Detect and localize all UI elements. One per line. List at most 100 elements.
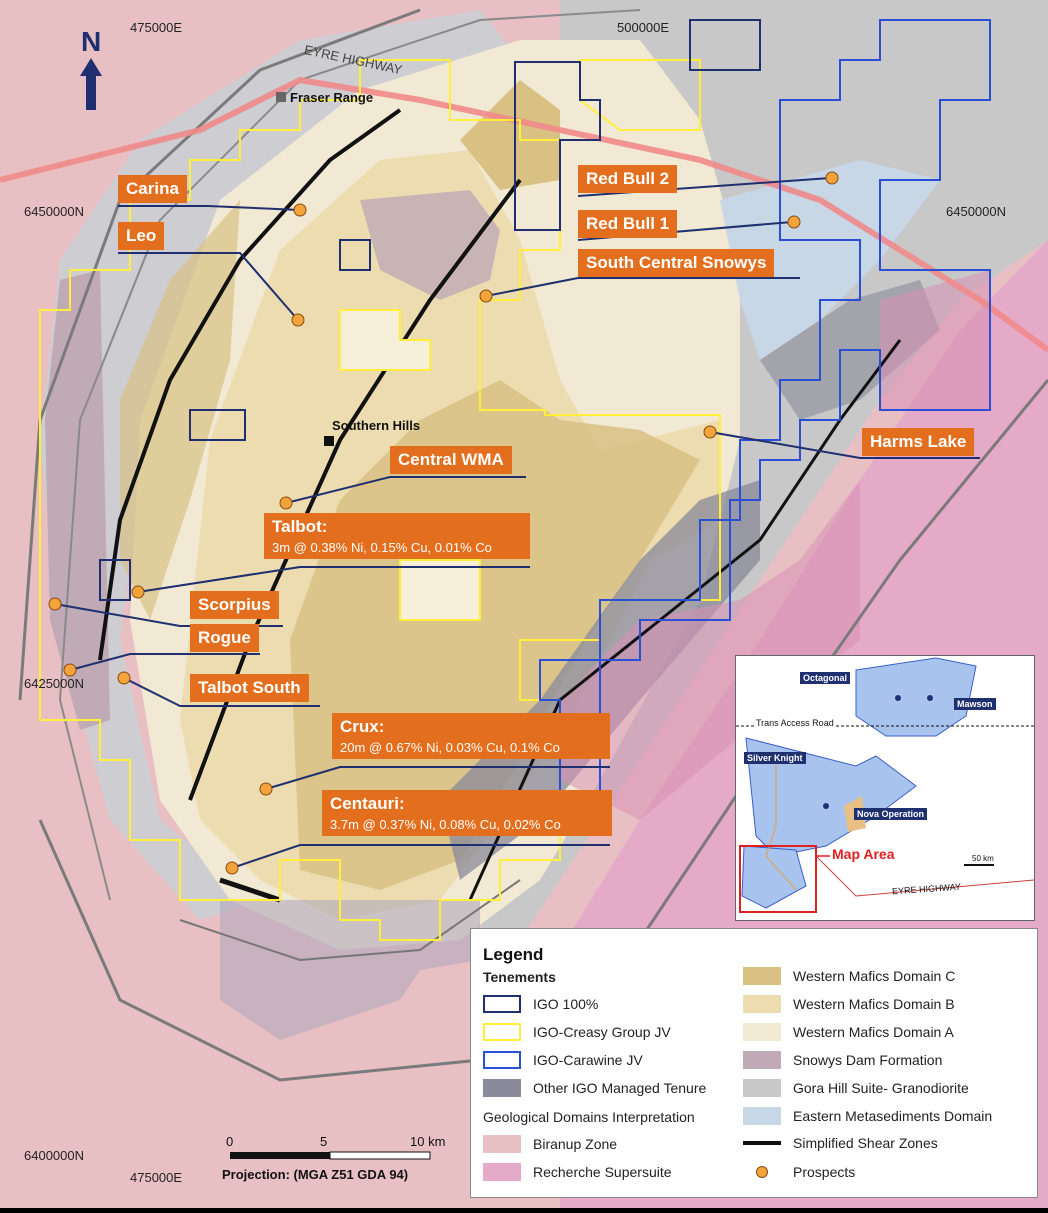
domain-boundary bbox=[179, 879, 521, 962]
label-red-bull-2: Red Bull 2 bbox=[578, 165, 678, 193]
coord-top-left: 475000E bbox=[130, 20, 183, 35]
inset-scale-bar bbox=[964, 864, 994, 866]
north-arrow-icon bbox=[80, 58, 102, 110]
inset-tenements-north bbox=[855, 657, 977, 737]
other-igo-tenure-south bbox=[220, 900, 480, 1040]
legend-label: Recherche Supersuite bbox=[533, 1164, 672, 1180]
scale-tick-10: 10 km bbox=[410, 1134, 446, 1149]
swatch-creasy bbox=[483, 1023, 521, 1041]
legend-label: Gora Hill Suite- Granodiorite bbox=[793, 1080, 969, 1096]
domain-c-west bbox=[120, 200, 240, 620]
coord-bottom-left: 475000E bbox=[130, 1170, 183, 1185]
snowys-dam-central bbox=[360, 190, 500, 300]
inset-silver-knight: Silver Knight bbox=[744, 752, 806, 764]
swatch-domain-a bbox=[743, 1023, 781, 1041]
legend-label: Snowys Dam Formation bbox=[793, 1052, 943, 1068]
label-talbot: Talbot: 3m @ 0.38% Ni, 0.15% Cu, 0.01% C… bbox=[264, 513, 530, 559]
recherche-patch bbox=[560, 480, 860, 820]
legend-label: IGO-Carawine JV bbox=[533, 1052, 643, 1068]
coord-top-right: 500000E bbox=[617, 20, 670, 35]
scale-bar bbox=[230, 1151, 431, 1160]
prospect-rogue[interactable] bbox=[63, 663, 77, 677]
inset-map: Octagonal Mawson Trans Access Road Silve… bbox=[735, 655, 1035, 921]
legend-label: Western Mafics Domain C bbox=[793, 968, 956, 984]
prospect-harms-lake[interactable] bbox=[703, 425, 717, 439]
inset-nova-operation: Nova Operation bbox=[854, 808, 928, 820]
prospect-crux[interactable] bbox=[259, 782, 273, 796]
prospect-red-bull-2[interactable] bbox=[825, 171, 839, 185]
legend-item-domain-c: Western Mafics Domain C bbox=[743, 967, 955, 985]
legend-item-creasy: IGO-Creasy Group JV bbox=[483, 1023, 671, 1041]
domain-boundary bbox=[58, 9, 641, 901]
fraser-range-marker bbox=[276, 92, 286, 102]
inset-trans-access-road-label: Trans Access Road bbox=[756, 718, 834, 728]
prospect-leo[interactable] bbox=[291, 313, 305, 327]
legend-item-recherche: Recherche Supersuite bbox=[483, 1163, 672, 1181]
projection-label: Projection: (MGA Z51 GDA 94) bbox=[222, 1167, 409, 1182]
swatch-shear bbox=[743, 1141, 781, 1145]
inset-track bbox=[765, 756, 797, 891]
label-harms-lake: Harms Lake bbox=[862, 428, 975, 456]
prospect-talbot[interactable] bbox=[131, 585, 145, 599]
legend-label: IGO 100% bbox=[533, 996, 599, 1012]
legend-item-biranup: Biranup Zone bbox=[483, 1135, 617, 1153]
label-carina: Carina bbox=[118, 175, 187, 203]
coord-left-middle: 6425000N bbox=[24, 676, 84, 691]
scale-tick-0: 0 bbox=[226, 1134, 234, 1149]
igo100-tenement bbox=[514, 61, 601, 231]
prospect-red-bull-1[interactable] bbox=[787, 215, 801, 229]
prospect-carina[interactable] bbox=[293, 203, 307, 217]
swatch-gora bbox=[743, 1079, 781, 1097]
label-south-central-snowys: South Central Snowys bbox=[578, 249, 775, 277]
swatch-other bbox=[483, 1079, 521, 1097]
swatch-domain-b bbox=[743, 995, 781, 1013]
eyre-highway bbox=[0, 76, 1048, 353]
legend-item-eastern: Eastern Metasediments Domain bbox=[743, 1107, 992, 1125]
southern-hills-marker bbox=[324, 436, 334, 446]
inset-nova-marker bbox=[823, 803, 829, 809]
swatch-recherche bbox=[483, 1163, 521, 1181]
recherche-patch-2 bbox=[880, 270, 990, 410]
prospect-central-wma[interactable] bbox=[279, 496, 293, 510]
igo100-tenement bbox=[189, 409, 246, 441]
prospect-talbot-south[interactable] bbox=[117, 671, 131, 685]
label-scorpius: Scorpius bbox=[190, 591, 279, 619]
legend-item-other: Other IGO Managed Tenure bbox=[483, 1079, 706, 1097]
legend-title: Legend bbox=[483, 945, 544, 964]
inset-mawson: Mawson bbox=[954, 698, 996, 710]
swatch-biranup bbox=[483, 1135, 521, 1153]
shear-zone bbox=[98, 108, 402, 661]
talbot-detail: 3m @ 0.38% Ni, 0.15% Cu, 0.01% Co bbox=[272, 540, 492, 555]
label-centauri: Centauri: 3.7m @ 0.37% Ni, 0.08% Cu, 0.0… bbox=[322, 790, 612, 836]
creasy-jv-tenement-inner bbox=[399, 559, 481, 621]
legend-item-prospects: Prospects bbox=[743, 1163, 855, 1181]
legend-label: Eastern Metasediments Domain bbox=[793, 1108, 993, 1124]
swatch-igo100 bbox=[483, 995, 521, 1013]
creasy-jv-tenement bbox=[39, 59, 721, 941]
coord-left-lower: 6400000N bbox=[24, 1148, 84, 1163]
swatch-snowys bbox=[743, 1051, 781, 1069]
southern-hills-label: Southern Hills bbox=[332, 418, 421, 433]
inset-octagonal-marker bbox=[895, 695, 901, 701]
crux-title: Crux: bbox=[340, 717, 385, 736]
crux-detail: 20m @ 0.67% Ni, 0.03% Cu, 0.1% Co bbox=[340, 740, 560, 755]
prospect-scorpius[interactable] bbox=[48, 597, 62, 611]
legend-geo-heading: Geological Domains Interpretation bbox=[483, 1109, 695, 1125]
talbot-title: Talbot: bbox=[272, 517, 328, 536]
prospect-icon bbox=[756, 1166, 768, 1178]
legend-item-snowys: Snowys Dam Formation bbox=[743, 1051, 942, 1069]
legend-item-domain-a: Western Mafics Domain A bbox=[743, 1023, 954, 1041]
legend-label: Other IGO Managed Tenure bbox=[533, 1080, 707, 1096]
shear-zone bbox=[219, 877, 281, 903]
igo100-tenement bbox=[689, 19, 761, 71]
coord-right-upper: 6450000N bbox=[946, 204, 1006, 219]
inset-tenements-south bbox=[741, 845, 807, 909]
prospect-south-central-snowys[interactable] bbox=[479, 289, 493, 303]
label-crux: Crux: 20m @ 0.67% Ni, 0.03% Cu, 0.1% Co bbox=[332, 713, 610, 759]
north-label: N bbox=[81, 26, 102, 57]
legend-label: Prospects bbox=[793, 1164, 856, 1180]
label-central-wma: Central WMA bbox=[390, 446, 512, 474]
creasy-jv-tenement-inner bbox=[339, 309, 431, 371]
legend-item-carawine: IGO-Carawine JV bbox=[483, 1051, 643, 1069]
prospect-centauri[interactable] bbox=[225, 861, 239, 875]
